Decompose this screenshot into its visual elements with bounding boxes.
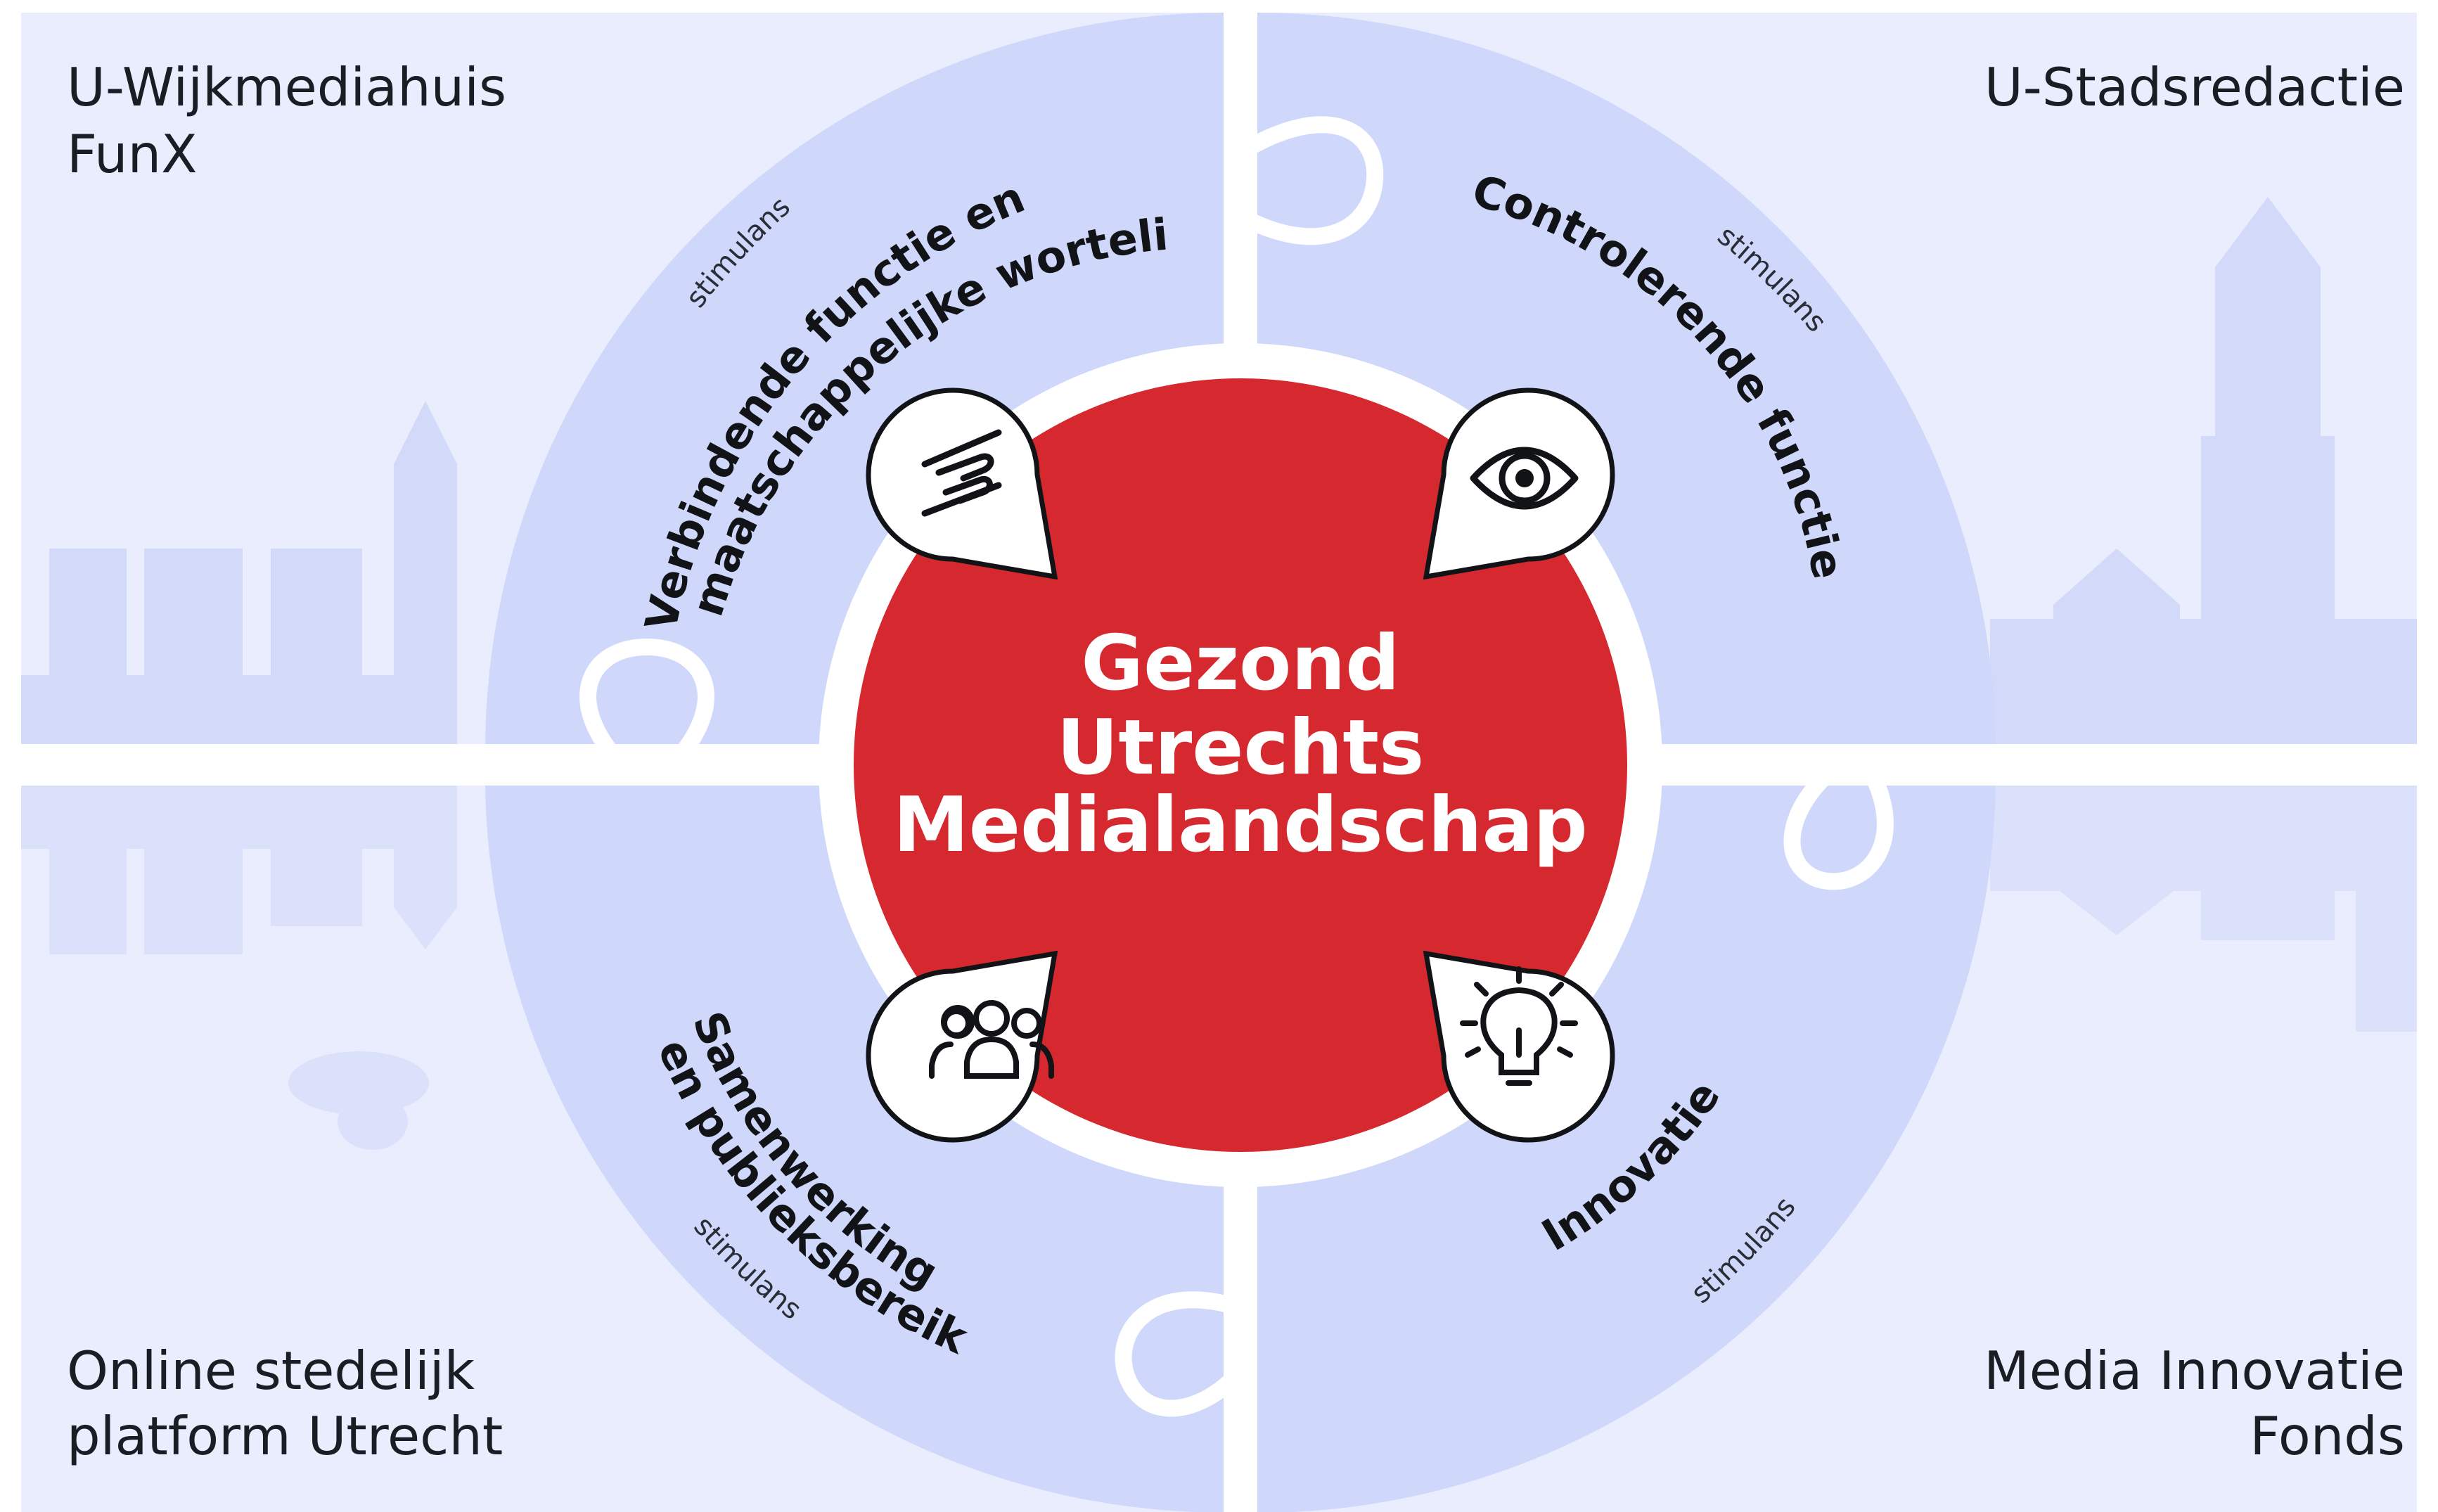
badge-people (866, 950, 1058, 1143)
knob-top (1227, 116, 1384, 245)
handshake-icon (921, 429, 1002, 517)
knob-right (1783, 757, 1894, 890)
org-top-left-line-2: FunX (67, 123, 198, 185)
skyline-right (1990, 197, 2417, 744)
org-top-right-line-1: U-Stadsredactie (1984, 56, 2405, 118)
badge-handshake (866, 387, 1058, 580)
people-group-icon (929, 1000, 1054, 1079)
skyline-right-reflection (1990, 786, 2417, 1032)
lightbulb-icon (1460, 966, 1578, 1086)
badge-eye (1423, 387, 1615, 580)
center-title-line-1: Gezond (1081, 620, 1399, 707)
org-bottom-left-line-2: platform Utrecht (67, 1405, 503, 1467)
center-title-line-3: Medialandschap (893, 781, 1587, 869)
org-bottom-left-line-1: Online stedelijk (67, 1340, 475, 1402)
badge-lightbulb (1423, 950, 1615, 1143)
knob-bottom (1115, 1291, 1247, 1417)
org-top-left-line-1: U-Wijkmediahuis (67, 56, 506, 118)
eye-icon (1470, 447, 1579, 510)
puzzle-knobs (579, 116, 1894, 1417)
center-title-line-2: Utrechts (1057, 704, 1425, 792)
knob-left (579, 638, 714, 771)
skyline-left-reflection (21, 786, 457, 1150)
skyline-left (21, 401, 457, 745)
org-bottom-right-line-1: Media Innovatie (1984, 1340, 2405, 1402)
org-bottom-right-line-2: Fonds (2250, 1405, 2405, 1467)
